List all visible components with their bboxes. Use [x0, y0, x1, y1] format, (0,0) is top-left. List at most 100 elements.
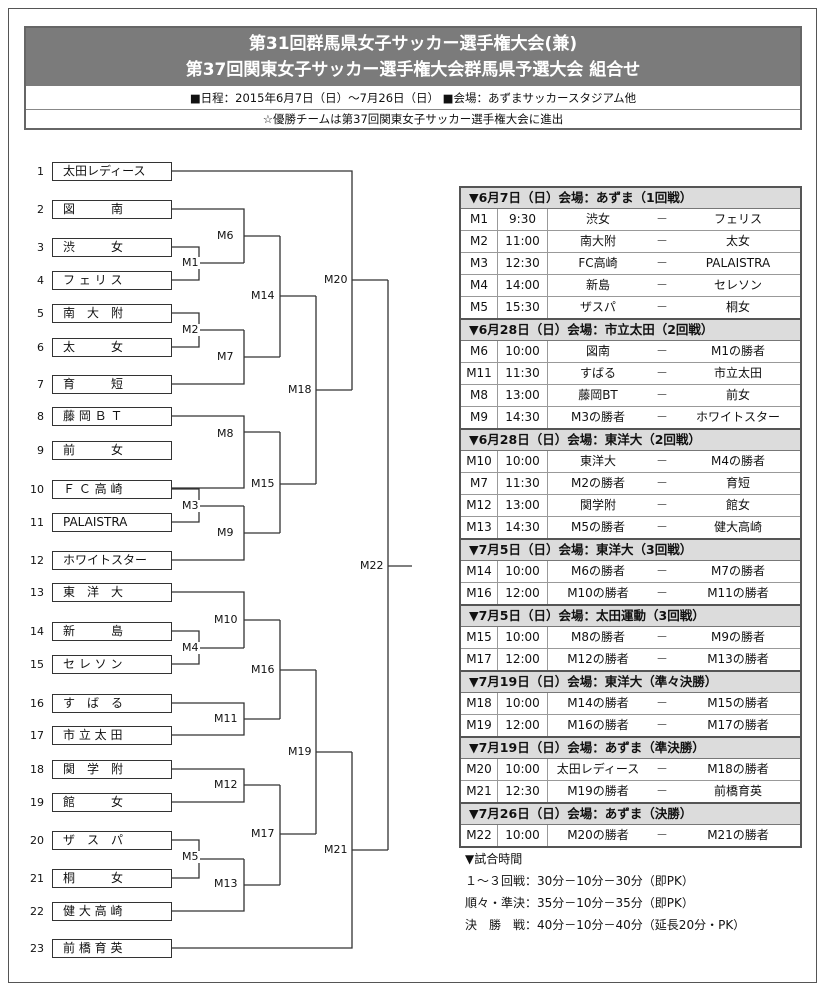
team-number: 1 — [37, 165, 44, 178]
team-number: 7 — [37, 378, 44, 391]
time-cell: 10:00 — [498, 451, 548, 472]
line-M6 — [172, 208, 280, 263]
away-team-cell: M11の勝者 — [707, 586, 769, 600]
away-team-cell: フェリス — [713, 212, 762, 226]
line-M18 — [315, 296, 352, 484]
match-id-cell: M4 — [461, 275, 498, 296]
line-M16 — [279, 620, 316, 719]
away-team-cell: 市立太田 — [713, 366, 762, 380]
team-slot: セ レ ソ ン — [52, 655, 172, 674]
team-slot: 館 女 — [52, 793, 172, 812]
team-slot: ホワイトスター — [52, 551, 172, 570]
team-number: 2 — [37, 203, 44, 216]
separator-cell: － — [655, 476, 668, 490]
schedule-section-header: ▼6月28日（日）会場：東洋大（2回戦） — [461, 430, 800, 451]
line-M7 — [172, 330, 280, 385]
home-team-cell: M2の勝者 — [571, 476, 625, 490]
match-label-m22: M22 — [359, 559, 385, 572]
team-number: 21 — [30, 872, 44, 885]
match-label-m18: M18 — [287, 383, 313, 396]
away-team-cell: 太女 — [725, 234, 750, 248]
team-slot: フ ェ リ ス — [52, 271, 172, 290]
separator-cell: － — [655, 652, 668, 666]
time-cell: 11:30 — [498, 473, 548, 494]
header-box: 第31回群馬県女子サッカー選手権大会(兼) 第37回関東女子サッカー選手権大会群… — [24, 26, 802, 130]
time-cell: 13:00 — [498, 495, 548, 516]
away-team-cell: M13の勝者 — [707, 652, 769, 666]
team-number: 5 — [37, 307, 44, 320]
match-label-m8: M8 — [216, 427, 235, 440]
away-team-cell: M9の勝者 — [711, 630, 765, 644]
time-cell: 9:30 — [498, 209, 548, 230]
separator-cell: － — [655, 520, 668, 534]
title-line-2: 第37回関東女子サッカー選手権大会群馬県予選大会 組合せ — [185, 60, 641, 80]
separator-cell: － — [655, 234, 668, 248]
schedule-section-header: ▼6月28日（日）会場：市立太田（2回戦） — [461, 320, 800, 341]
home-team-cell: 藤岡BT — [578, 388, 618, 402]
line-M14 — [279, 236, 316, 357]
time-cell: 10:00 — [498, 341, 548, 362]
home-team-cell: 太田レディース — [556, 762, 640, 776]
away-team-cell: M15の勝者 — [707, 696, 769, 710]
line-M10 — [172, 591, 280, 648]
home-team-cell: すばる — [579, 366, 616, 380]
match-label-m17: M17 — [250, 827, 276, 840]
line-M21 — [172, 752, 388, 949]
match-id-cell: M10 — [461, 451, 498, 472]
separator-cell: － — [655, 410, 668, 424]
line-M11 — [172, 702, 280, 736]
time-cell: 14:30 — [498, 407, 548, 428]
time-cell: 14:00 — [498, 275, 548, 296]
separator-cell: － — [655, 718, 668, 732]
match-id-cell: M2 — [461, 231, 498, 252]
away-team-cell: セレソン — [713, 278, 762, 292]
team-slot: Ｆ Ｃ 高 崎 — [52, 480, 172, 499]
team-number: 18 — [30, 763, 44, 776]
line-M12 — [172, 768, 280, 803]
team-number: 16 — [30, 697, 44, 710]
home-team-cell: M16の勝者 — [567, 718, 629, 732]
away-team-cell: 前橋育英 — [713, 784, 762, 798]
home-team-cell: M5の勝者 — [571, 520, 625, 534]
time-cell: 10:00 — [498, 627, 548, 648]
match-label-m3: M3 — [181, 499, 200, 512]
home-team-cell: FC高崎 — [578, 256, 618, 270]
team-number: 9 — [37, 444, 44, 457]
line-M13 — [172, 859, 280, 912]
line-M19 — [315, 670, 352, 834]
team-number: 11 — [30, 516, 44, 529]
separator-cell: － — [655, 212, 668, 226]
away-team-cell: M1の勝者 — [711, 344, 765, 358]
team-number: 10 — [30, 483, 44, 496]
match-id-cell: M19 — [461, 715, 498, 736]
notes-line-3: 決 勝 戦：40分－10分－40分（延長20分・PK） — [465, 918, 746, 932]
match-time-notes: ▼試合時間 １～３回戦：30分－10分－30分（即PK） 順々・準決：35分－1… — [465, 848, 745, 936]
away-team-cell: M4の勝者 — [711, 454, 765, 468]
away-team-cell: M17の勝者 — [707, 718, 769, 732]
team-slot: 育 短 — [52, 375, 172, 394]
team-slot: 前 橋 育 英 — [52, 939, 172, 958]
match-label-m6: M6 — [216, 229, 235, 242]
team-slot: す ば る — [52, 694, 172, 713]
schedule-section-header: ▼7月26日（日）会場：あずま（決勝） — [461, 804, 800, 825]
team-slot: ザ ス パ — [52, 831, 172, 850]
match-label-m5: M5 — [181, 850, 200, 863]
team-slot: 渋 女 — [52, 238, 172, 257]
team-number: 13 — [30, 586, 44, 599]
separator-cell: － — [655, 454, 668, 468]
separator-cell: － — [655, 696, 668, 710]
